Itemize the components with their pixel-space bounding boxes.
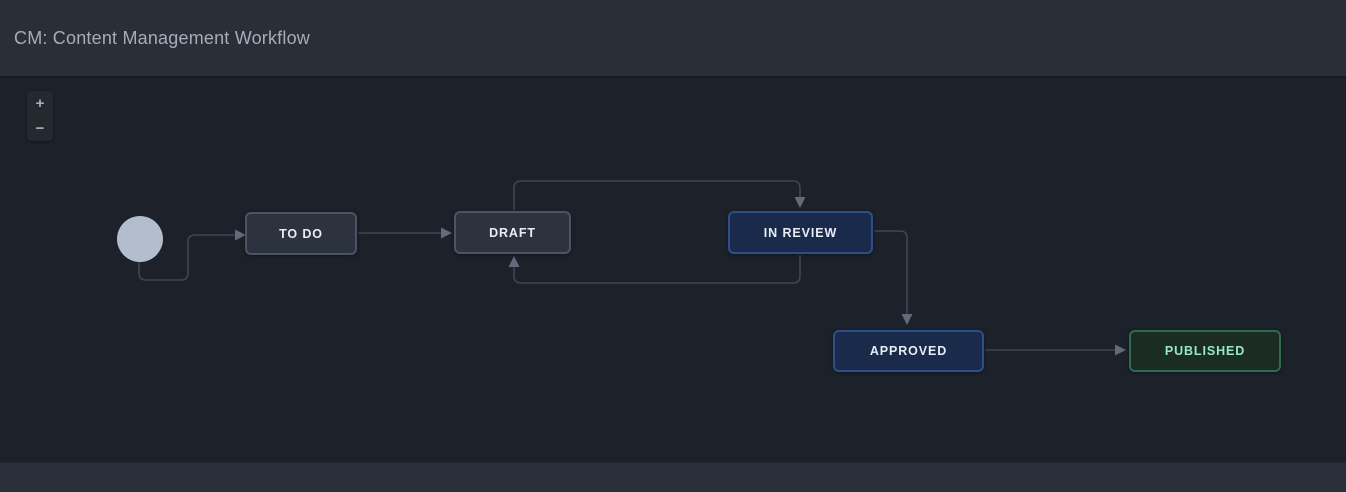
edge-line: [513, 180, 801, 210]
zoom-controls: + −: [27, 91, 53, 141]
workflow-canvas[interactable]: [0, 80, 1346, 462]
workflow-header: CM: Content Management Workflow: [0, 0, 1346, 78]
status-label: DRAFT: [489, 225, 536, 240]
arrowhead: [1115, 344, 1126, 356]
edge-inreview-to-draft[interactable]: [508, 255, 801, 284]
status-label: APPROVED: [869, 344, 948, 358]
arrowhead: [441, 227, 452, 239]
page-title: CM: Content Management Workflow: [14, 27, 310, 48]
arrowhead: [901, 314, 913, 325]
arrowhead: [794, 197, 806, 208]
status-node-approved[interactable]: APPROVED: [833, 330, 984, 372]
edge-line: [513, 255, 801, 284]
status-node-in-review[interactable]: IN REVIEW: [728, 211, 873, 254]
arrowhead: [235, 229, 246, 241]
arrowhead: [508, 256, 520, 267]
status-node-published[interactable]: PUBLISHED: [1129, 330, 1281, 372]
status-node-draft[interactable]: DRAFT: [454, 211, 571, 254]
footer-strip: [0, 462, 1346, 492]
status-node-to-do[interactable]: TO DO: [245, 212, 357, 255]
status-label: PUBLISHED: [1164, 344, 1246, 358]
zoom-in-button[interactable]: +: [27, 91, 53, 116]
status-label: IN REVIEW: [763, 225, 838, 240]
edge-line: [138, 234, 237, 281]
status-label: TO DO: [279, 226, 323, 241]
edge-line: [874, 230, 908, 315]
edge-todo-to-draft[interactable]: [358, 227, 452, 239]
edge-approved-to-published[interactable]: [985, 344, 1126, 356]
edge-draft-to-inreview[interactable]: [513, 180, 806, 210]
workflow-start-node[interactable]: [117, 216, 163, 262]
edge-inreview-to-approved[interactable]: [874, 230, 913, 325]
edge-start-to-todo[interactable]: [138, 229, 246, 281]
zoom-out-button[interactable]: −: [27, 116, 53, 141]
